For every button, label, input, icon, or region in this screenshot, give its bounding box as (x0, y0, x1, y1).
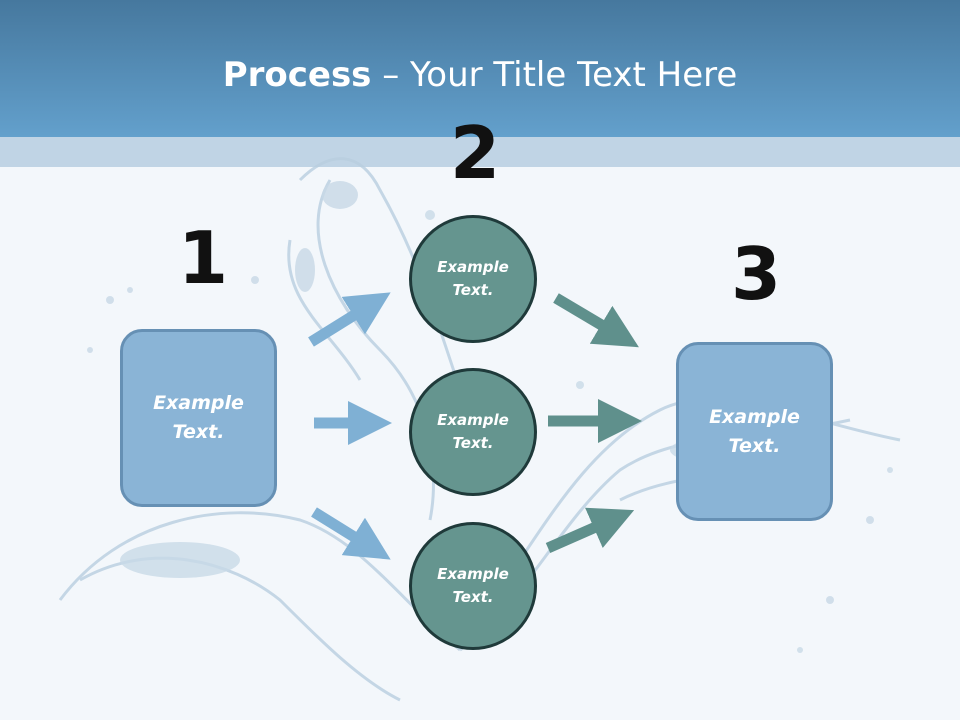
step-2-circle-top: Example Text. (409, 215, 537, 343)
title-bold: Process (222, 55, 372, 95)
arrow-box1-to-circle-bottom (311, 507, 391, 560)
step-2-circle-bottom: Example Text. (409, 522, 537, 650)
title-band (0, 137, 960, 167)
title-rest: – Your Title Text Here (371, 55, 738, 95)
step-2-label-top: Example Text. (437, 258, 509, 299)
step-2-label-middle: Example Text. (437, 411, 509, 452)
step-1-label: Example Text. (153, 392, 244, 443)
title-bar (0, 0, 960, 137)
step-2-number: 2 (450, 111, 501, 195)
arrow-box1-to-circle-top (308, 292, 391, 347)
slide-title: Process – Your Title Text Here (0, 52, 960, 98)
arrow-circle-bottom-to-box3 (545, 507, 635, 554)
step-3-label: Example Text. (709, 405, 800, 457)
arrow-circle-top-to-box3 (553, 293, 639, 348)
step-2-circle-middle: Example Text. (409, 368, 537, 496)
step-3-number: 3 (731, 232, 782, 316)
step-3-box: Example Text. (676, 342, 833, 521)
step-1-box: Example Text. (120, 329, 277, 507)
step-1-number: 1 (178, 216, 229, 300)
step-2-label-bottom: Example Text. (437, 565, 509, 606)
